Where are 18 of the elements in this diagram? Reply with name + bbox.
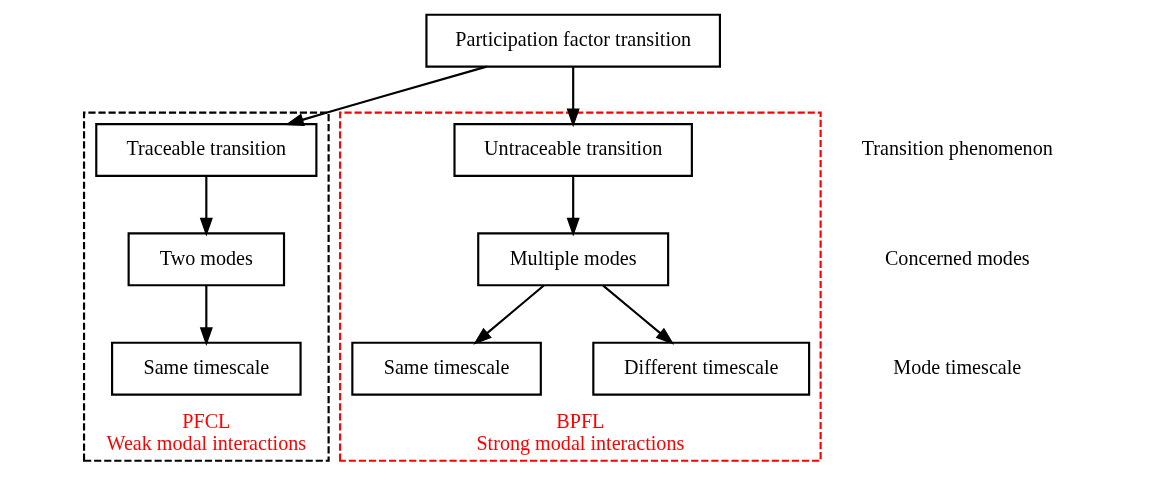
node-box: Traceable transition (94, 122, 317, 177)
label: Mode timescale (892, 355, 1021, 378)
node-box: Different timescale (591, 341, 810, 396)
arrow (566, 66, 580, 127)
arrow (601, 284, 674, 345)
arrow (199, 284, 213, 346)
arrow (284, 65, 487, 126)
node-box: Two modes (127, 231, 285, 286)
node-box: Same timescale (110, 341, 302, 396)
arrow (566, 175, 580, 237)
node-box: Participation factor transition (424, 13, 721, 68)
arrow (472, 284, 544, 345)
node-box: Same timescale (350, 341, 542, 396)
label: Transition phenomenon (861, 136, 1053, 159)
node-box: Untraceable transition (452, 122, 693, 177)
label: Concerned modes (884, 246, 1030, 269)
node-box: Multiple modes (476, 231, 669, 286)
arrow (199, 175, 213, 237)
